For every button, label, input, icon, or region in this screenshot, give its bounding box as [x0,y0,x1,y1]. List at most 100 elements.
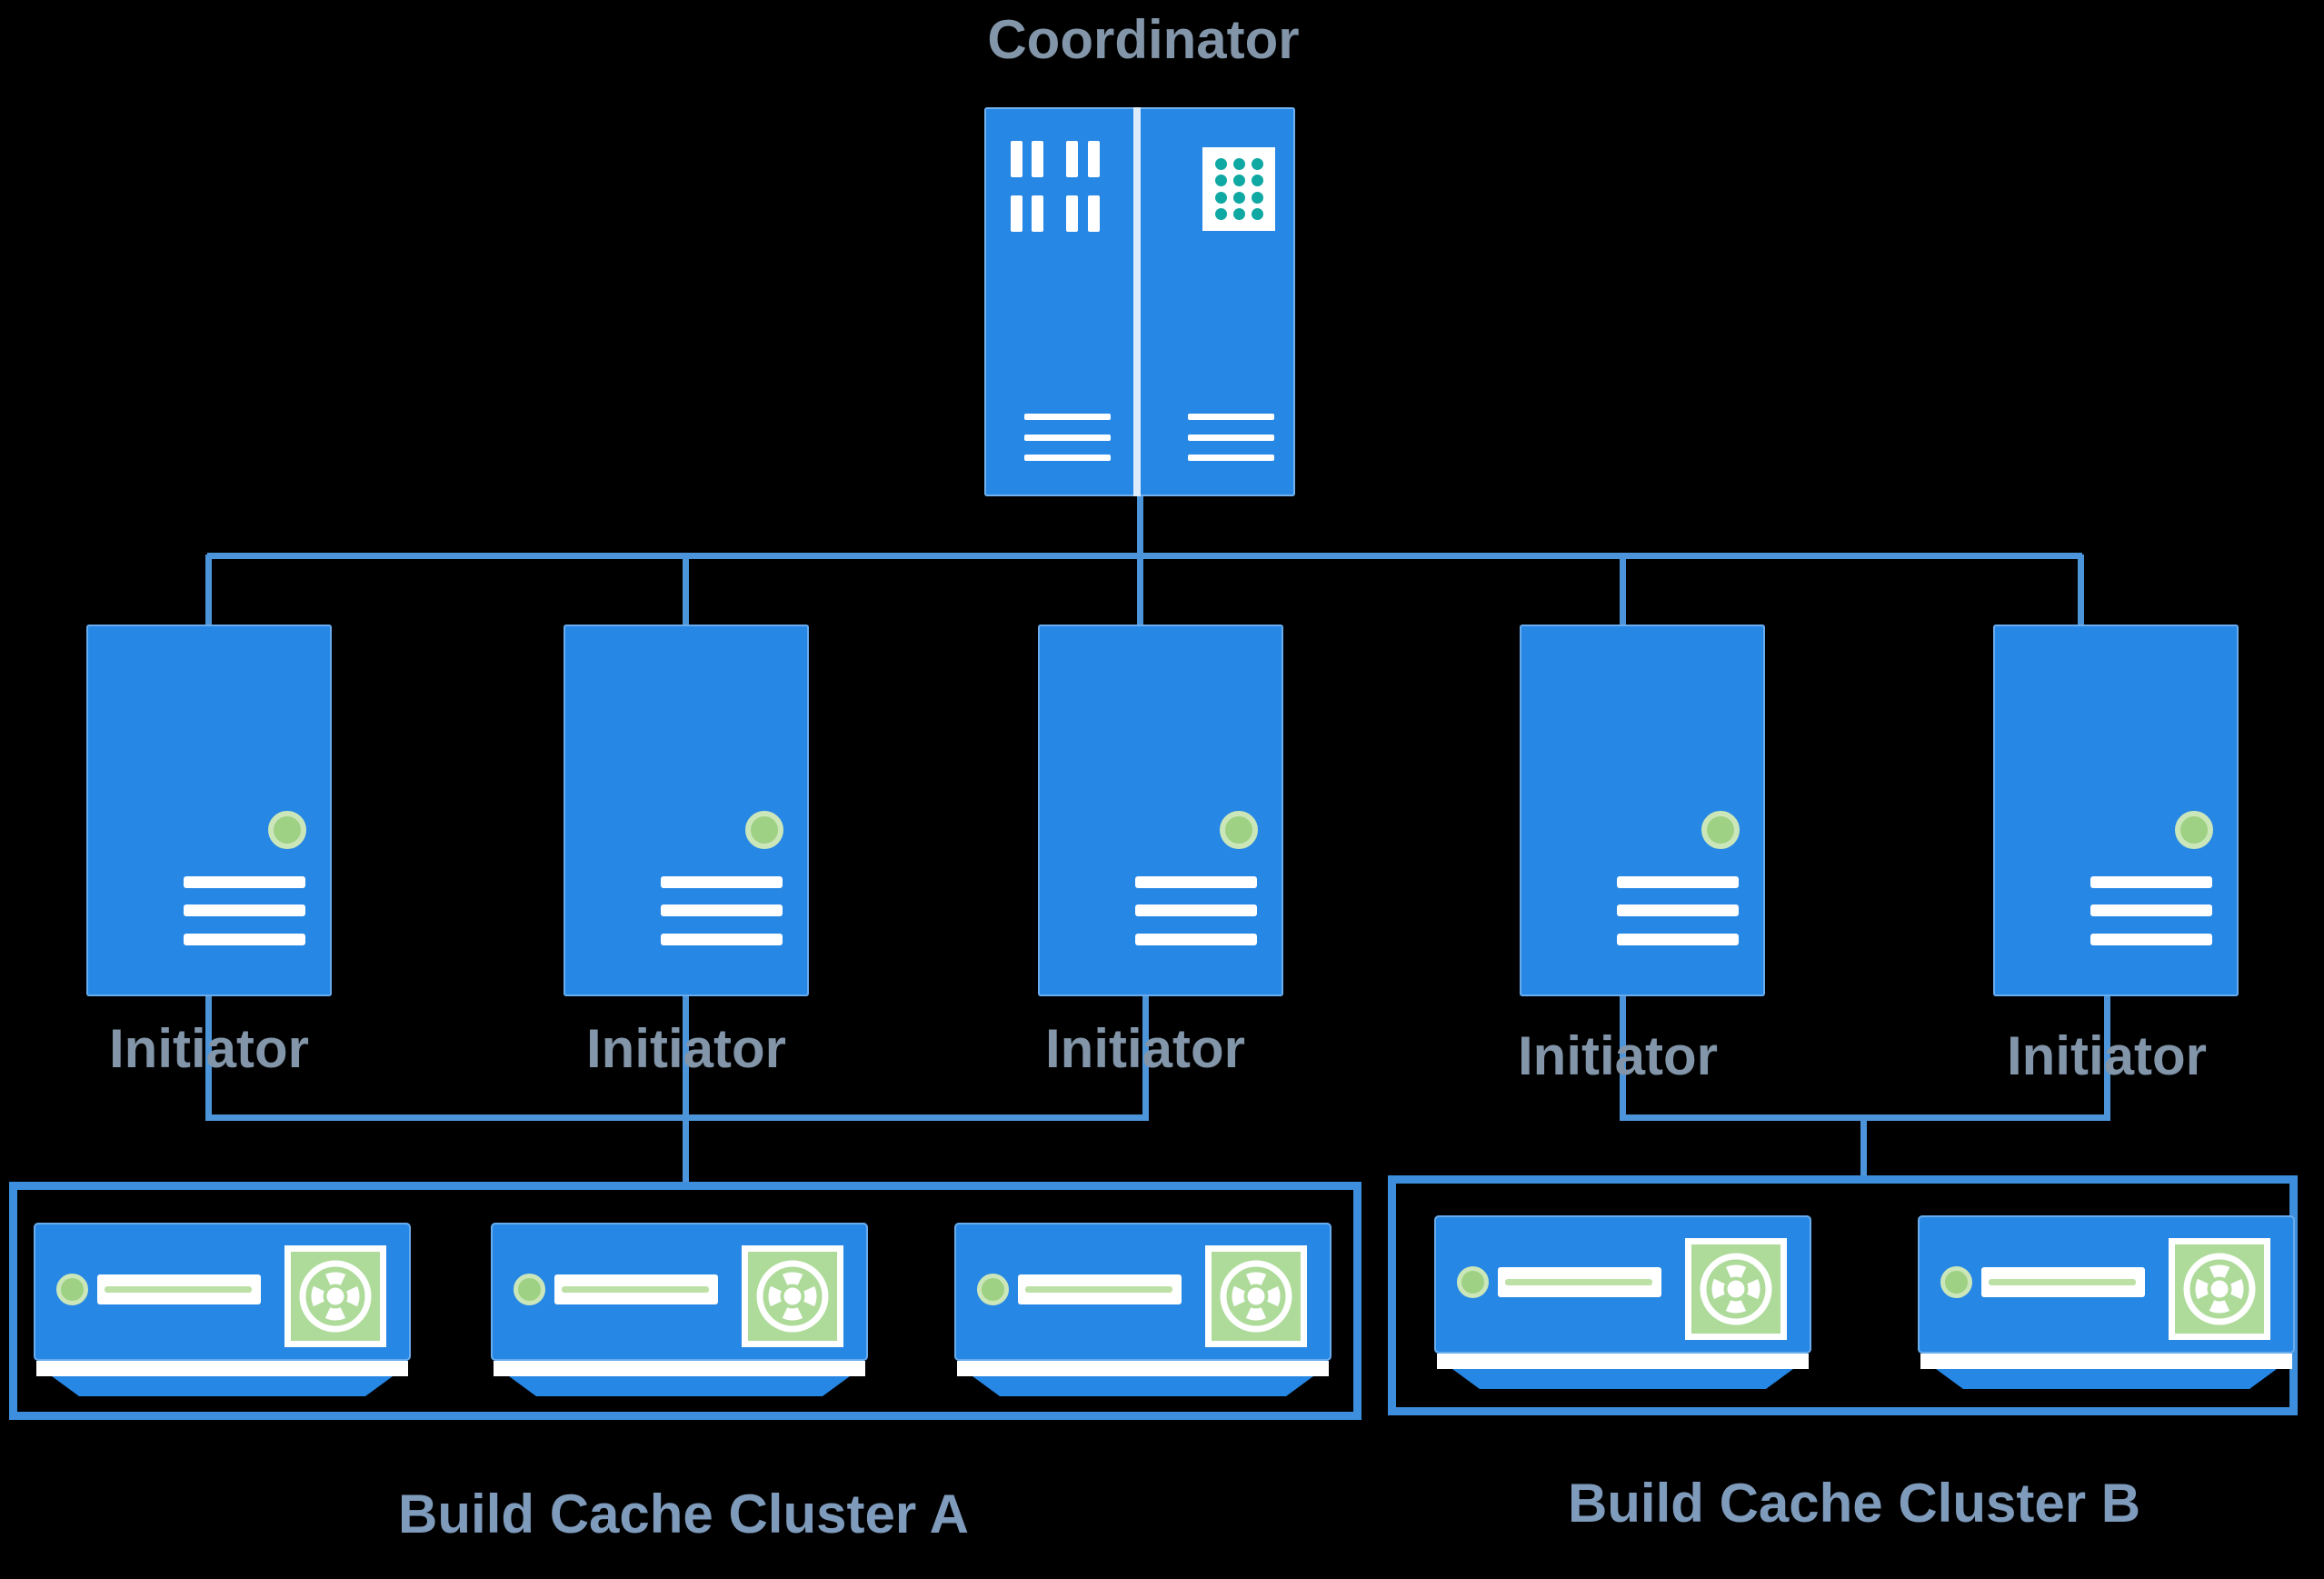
slot-bar-icon [1032,195,1043,232]
initiator-icon [86,625,332,996]
power-led-icon [1457,1266,1489,1298]
initiator-label: Initiator [2007,1025,2207,1086]
vent-line [1135,904,1257,916]
cache-device-icon [1434,1215,1811,1394]
initiator-label: Initiator [1045,1018,1245,1079]
drive-slot-icon [97,1274,261,1304]
slot-bar-icon [1088,195,1100,232]
fan-icon [742,1245,843,1347]
fan-icon [1205,1245,1307,1347]
connector-drop-initiator-2 [683,555,689,627]
drive-slot-icon [1498,1267,1661,1297]
power-led-icon [1940,1266,1972,1298]
device-base-strip [1920,1354,2292,1369]
device-stand [1936,1369,2277,1389]
cluster-b-label: Build Cache Cluster B [1567,1473,2141,1534]
drive-slot-indicator [562,1286,709,1293]
connector-coordinator-stem [1137,496,1143,627]
power-led-icon [2175,811,2213,849]
connector-stem-below-initiator-3 [1142,994,1149,1121]
connector-stem-below-initiator-1 [205,994,212,1121]
vent-line [2090,876,2212,888]
vent-line [184,876,305,888]
drive-slot-icon [1018,1274,1182,1304]
fan-icon [2169,1238,2270,1340]
power-led-icon [1220,811,1258,849]
device-stand [52,1376,393,1396]
power-led-icon [268,811,306,849]
vent-line [2090,934,2212,945]
connector-top-bus [207,553,2082,559]
power-led-icon [977,1274,1009,1305]
slot-bar-icon [1032,141,1043,177]
slot-bar-icon [1088,141,1100,177]
initiator-icon [1520,625,1765,996]
initiator-icon [564,625,809,996]
drive-slot-indicator [105,1286,252,1293]
cache-device-icon [34,1223,411,1401]
power-led-icon [745,811,783,849]
drive-slot-indicator [1989,1279,2136,1285]
drive-slot-indicator [1025,1286,1172,1293]
connector-stem-below-initiator-2 [683,994,689,1185]
initiator-label: Initiator [1518,1025,1718,1086]
vent-line [1024,435,1111,441]
connector-drop-initiator-1 [205,555,212,627]
cache-device-icon [954,1223,1332,1401]
drive-slot-icon [554,1274,718,1304]
initiator-icon [1038,625,1283,996]
device-base-strip [36,1361,408,1376]
build-cache-cluster-b-box [1388,1175,2298,1415]
cache-device-icon [491,1223,868,1401]
power-led-icon [514,1274,545,1305]
vent-line [1188,435,1274,441]
connector-stem-below-initiator-4 [1620,994,1626,1121]
connector-drop-initiator-4 [1620,555,1626,627]
slot-bar-icon [1066,141,1078,177]
vent-line [1024,414,1111,420]
power-led-icon [1701,811,1740,849]
dot-grid-icon [1202,147,1275,231]
vent-line [1024,455,1111,461]
vent-line [184,904,305,916]
connector-drop-initiator-5 [2078,555,2084,627]
connector-stem-below-initiator-5 [2104,994,2110,1121]
initiator-icon [1993,625,2239,996]
device-base-strip [1437,1354,1809,1369]
build-cache-cluster-a-box [9,1182,1361,1420]
vent-line [1617,904,1739,916]
drive-slot-icon [1981,1267,2145,1297]
vent-line [1617,876,1739,888]
panel-divider [1133,107,1141,496]
vent-line [184,934,305,945]
initiator-label: Initiator [109,1018,309,1079]
device-stand [509,1376,850,1396]
cache-device-icon [1918,1215,2295,1394]
device-base-strip [957,1361,1329,1376]
initiator-label: Initiator [586,1018,786,1079]
fan-icon [1685,1238,1787,1340]
device-base-strip [494,1361,865,1376]
vent-line [1135,934,1257,945]
connector-bus-cluster-a [205,1114,1149,1121]
vent-line [661,934,783,945]
slot-bar-icon [1066,195,1078,232]
device-stand [1452,1369,1793,1389]
vent-line [1135,876,1257,888]
connector-drop-cluster-b [1860,1114,1867,1180]
vent-line [1188,414,1274,420]
vent-line [2090,904,2212,916]
cluster-a-label: Build Cache Cluster A [398,1484,969,1544]
vent-line [1188,455,1274,461]
drive-slot-indicator [1505,1279,1652,1285]
coordinator-label: Coordinator [987,9,1300,70]
vent-line [661,904,783,916]
vent-line [1617,934,1739,945]
power-led-icon [56,1274,88,1305]
fan-icon [284,1245,386,1347]
coordinator-icon [984,107,1295,496]
slot-bar-icon [1011,195,1022,232]
device-stand [972,1376,1313,1396]
vent-line [661,876,783,888]
